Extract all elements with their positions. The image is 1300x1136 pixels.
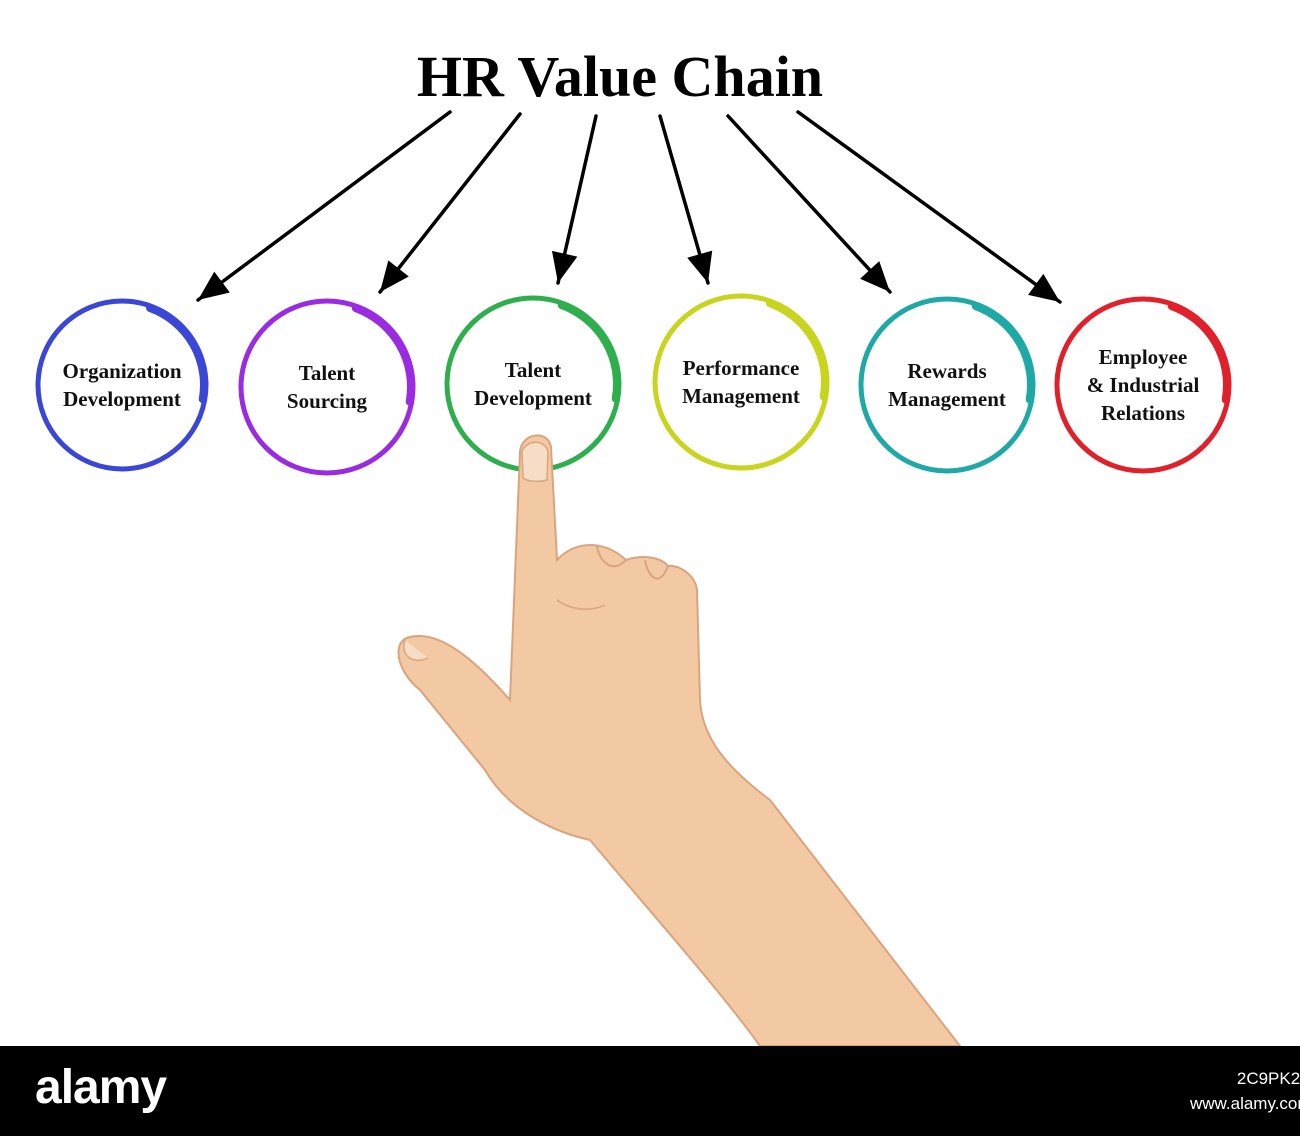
node-label: Performance (683, 356, 800, 380)
node-ring-accent (351, 304, 415, 406)
node-label: Organization (63, 359, 182, 383)
node-label: Relations (1101, 401, 1185, 425)
arrow-talent-sourcing (378, 112, 522, 294)
node-ring-accent (557, 301, 621, 403)
arrow-head-icon (551, 250, 578, 283)
arrow-head-icon (380, 260, 409, 292)
node-label: Sourcing (287, 389, 368, 413)
arrow-head-icon (687, 250, 713, 283)
footer-bar (0, 1046, 1300, 1136)
arrow-organization-development (196, 110, 452, 302)
arrow-employee-industrial-relations (796, 110, 1062, 304)
image-id-text: 2C9PK2K (1236, 1069, 1300, 1088)
arrow-head-icon (860, 261, 890, 292)
pointing-hand-icon (397, 434, 963, 1047)
node-ring-accent (765, 299, 829, 401)
diagram-title: HR Value Chain (417, 44, 823, 109)
node-ring-accent (146, 303, 208, 404)
arrow-head-icon (198, 271, 230, 300)
node-label: Talent (505, 358, 561, 382)
footer-image-id: 2C9PK2K www.alamy.com (1190, 1066, 1300, 1116)
node-label: Management (888, 387, 1006, 411)
node-ring-accent (1167, 302, 1231, 404)
node-group: OrganizationDevelopmentTalentSourcingTal… (35, 293, 1232, 476)
alamy-logo: alamy (35, 1061, 167, 1114)
arrow-rewards-management (726, 114, 892, 294)
node-label: Development (474, 386, 592, 410)
arrow-head-icon (1028, 273, 1060, 302)
node-ring-accent (971, 302, 1035, 404)
arrow-group (196, 110, 1062, 304)
site-url-text: www.alamy.com (1190, 1094, 1300, 1113)
node-label: Development (63, 387, 181, 411)
node-label: Rewards (907, 359, 986, 383)
node-label: & Industrial (1087, 373, 1200, 397)
node-label: Employee (1099, 345, 1188, 369)
node-label: Management (682, 384, 800, 408)
node-label: Talent (299, 361, 355, 385)
